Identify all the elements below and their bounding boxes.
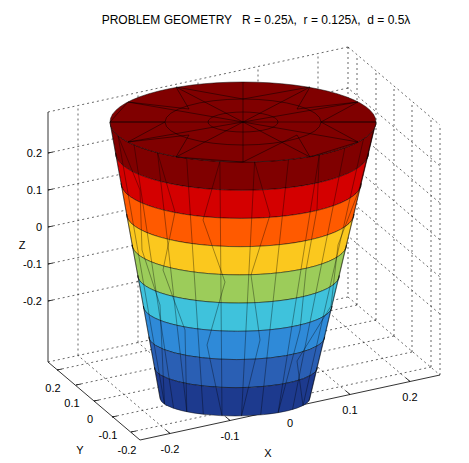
axis-label: X — [264, 447, 271, 460]
tick-label: 0.1 — [64, 397, 79, 410]
tick-label: 0.1 — [27, 184, 42, 197]
tick-label: -0.2 — [118, 444, 137, 457]
cone-top — [110, 82, 376, 162]
tick-label: -0.1 — [99, 429, 118, 442]
axis-label: Y — [76, 444, 83, 457]
tick-label: 0.1 — [342, 404, 357, 417]
plot-title: PROBLEM GEOMETRY R = 0.25λ, r = 0.125λ, … — [102, 13, 411, 28]
cone-side — [110, 122, 376, 416]
tick-label: -0.1 — [23, 258, 42, 271]
tick-label: 0 — [36, 221, 42, 234]
tick-label: 0.2 — [45, 382, 60, 395]
tick-label: -0.2 — [23, 295, 42, 308]
tick-label: -0.1 — [221, 430, 240, 443]
tick-label: -0.2 — [161, 443, 180, 456]
cone-mesh — [111, 126, 375, 416]
axis-label: Z — [19, 239, 26, 252]
tick-label: 0.2 — [27, 147, 42, 160]
tick-label: 0 — [287, 417, 293, 430]
tick-label: 0 — [87, 413, 93, 426]
tick-label: 0.2 — [402, 391, 417, 404]
grid-lines — [48, 47, 440, 434]
